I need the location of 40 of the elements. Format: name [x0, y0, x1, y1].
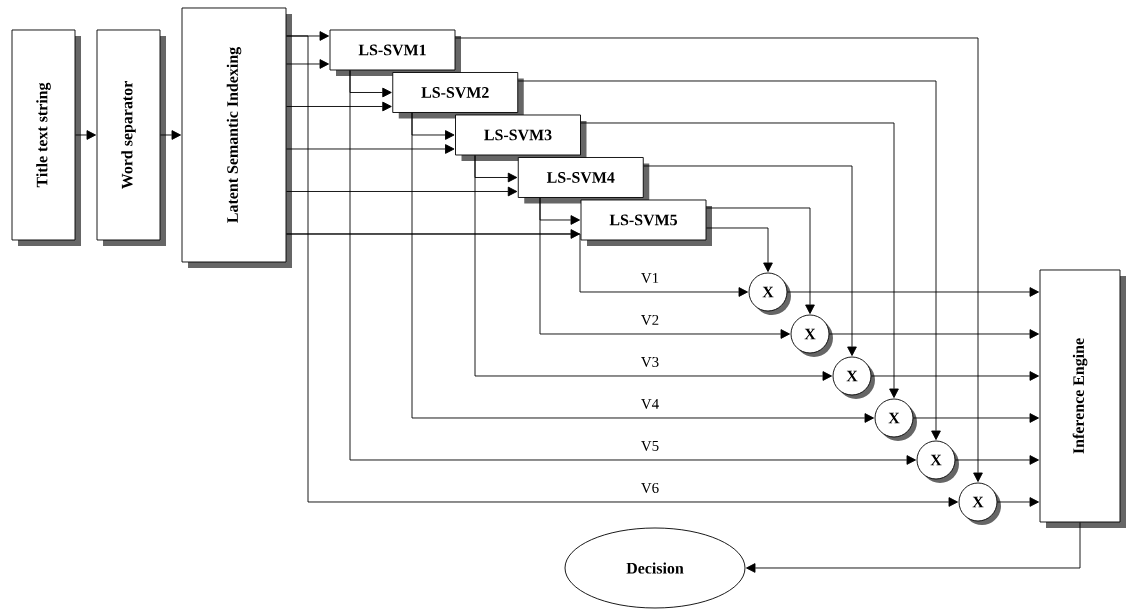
- arrow: [411, 112, 874, 423]
- process-box: Inference Engine: [1039, 269, 1126, 528]
- arrow: [286, 233, 748, 297]
- arrow: [349, 70, 916, 465]
- edge-label: V6: [639, 481, 661, 495]
- arrow: [580, 122, 899, 398]
- arrow: [286, 186, 518, 197]
- classifier-box: LS-SVM5: [580, 199, 712, 246]
- arrow: [160, 130, 181, 140]
- arrow: [955, 455, 1039, 465]
- arrow: [517, 80, 941, 440]
- arrow: [286, 59, 329, 69]
- arrow: [787, 287, 1039, 297]
- arrow: [706, 207, 815, 314]
- arrow: [997, 497, 1039, 507]
- arrow: [871, 371, 1039, 381]
- arrow: [643, 165, 857, 356]
- process-box: Title text string: [11, 29, 81, 246]
- arrow: [286, 35, 958, 507]
- arrow: [706, 227, 773, 272]
- arrow: [746, 522, 1081, 573]
- edge-label: V4: [639, 397, 661, 410]
- arrow: [829, 329, 1039, 339]
- arrow: [75, 130, 96, 140]
- arrow: [286, 101, 392, 112]
- arrow: [913, 413, 1039, 423]
- classifier-box: LS-SVM1: [329, 29, 461, 76]
- arrow: [286, 144, 455, 154]
- edge-label: V3: [639, 355, 661, 369]
- classifier-box: LS-SVM4: [517, 157, 650, 204]
- arrow: [455, 37, 983, 482]
- edge-label: V2: [639, 313, 661, 327]
- arrow: [474, 155, 832, 381]
- arrow: [539, 197, 790, 339]
- edge-label: V5: [639, 440, 661, 452]
- edge-label: V1: [639, 271, 661, 285]
- classifier-box: LS-SVM3: [455, 114, 587, 161]
- process-box: Latent Semantic Indexing: [181, 7, 292, 268]
- classifier-box: LS-SVM2: [392, 72, 524, 119]
- process-box: Word separator: [96, 29, 166, 246]
